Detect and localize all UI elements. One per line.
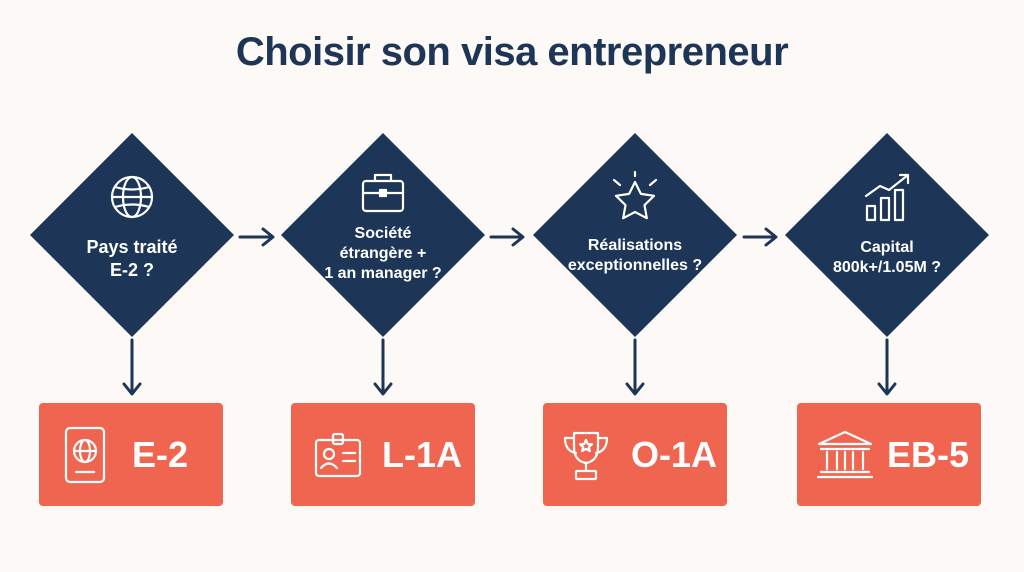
page-title: Choisir son visa entrepreneur [235,30,789,74]
decision-question-line: Pays traité [86,237,178,257]
visa-result-l1a: L-1A [291,403,475,506]
bank-icon [816,430,874,479]
visa-result-e2: E-2 [39,403,223,506]
visa-code: EB-5 [887,434,970,475]
trophy-icon [563,431,609,481]
arrow-right-1 [238,227,275,247]
arrow-down-2 [373,338,393,396]
globe-icon [110,175,154,219]
decision-question-line: 1 an manager ? [324,265,442,282]
decision-diamond-3 [533,133,737,337]
arrow-down-4 [877,338,897,396]
decision-question-4: Capital 800k+/1.05M ? [812,238,962,278]
visa-code: O-1A [631,434,718,475]
decision-question-line: Réalisations [587,237,683,254]
visa-result-eb5: EB-5 [797,403,981,506]
visa-code: E-2 [132,434,189,475]
visa-result-o1a: O-1A [543,403,727,506]
decision-diamond-1 [30,133,234,337]
arrow-right-2 [489,227,525,247]
decision-question-line: Société [354,225,412,242]
arrow-down-3 [625,338,645,396]
decision-diamond-4 [785,133,989,337]
visa-code: L-1A [382,434,462,475]
briefcase-icon [361,173,405,213]
decision-question-line: Capital [860,239,914,256]
passport-icon [64,426,106,484]
decision-question-1: Pays traité E-2 ? [57,236,207,281]
decision-question-line: exceptionnelles ? [567,257,703,274]
decision-diamond-2 [281,133,485,337]
star-icon [612,170,658,220]
decision-question-line: 800k+/1.05M ? [832,259,942,276]
arrow-right-3 [742,227,778,247]
decision-question-3: Réalisations exceptionnelles ? [560,236,710,276]
growth-chart-icon [864,173,910,222]
decision-question-line: étrangère + [339,245,427,262]
decision-question-line: E-2 ? [109,259,154,280]
decision-question-2: Société étrangère + 1 an manager ? [308,224,458,284]
id-badge-icon [314,432,362,478]
arrow-down-1 [122,338,142,396]
